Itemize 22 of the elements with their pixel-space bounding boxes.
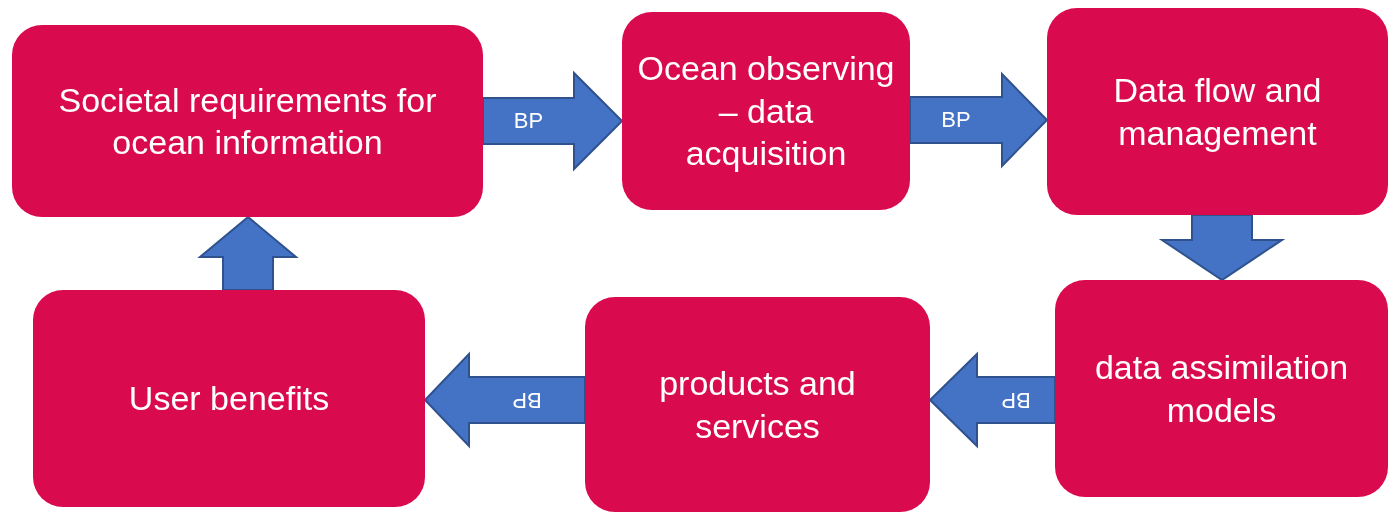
box-text: data assimilation models (1093, 347, 1350, 431)
edge-label: BP (513, 110, 544, 132)
process-box (1055, 280, 1388, 497)
block-arrow (197, 215, 299, 291)
block-arrow (928, 351, 1056, 449)
process-box (12, 25, 483, 217)
process-box (1047, 8, 1388, 215)
process-box (33, 290, 425, 507)
process-box (585, 297, 930, 512)
box-text: Data flow and management (1112, 70, 1323, 154)
block-arrow (423, 351, 586, 449)
box-text: Ocean observing – data acquisition (636, 48, 896, 175)
process-box (622, 12, 910, 210)
box-text: Societal requirements for ocean information (57, 79, 438, 163)
edge-label: BP (941, 109, 971, 131)
box-text: products and services (658, 363, 857, 447)
box-text: User benefits (128, 378, 330, 420)
block-arrow (909, 71, 1049, 169)
block-arrow (482, 70, 624, 172)
edge-label: BP (1001, 389, 1031, 411)
edge-label: BP (512, 389, 542, 411)
block-arrow (1158, 214, 1286, 282)
